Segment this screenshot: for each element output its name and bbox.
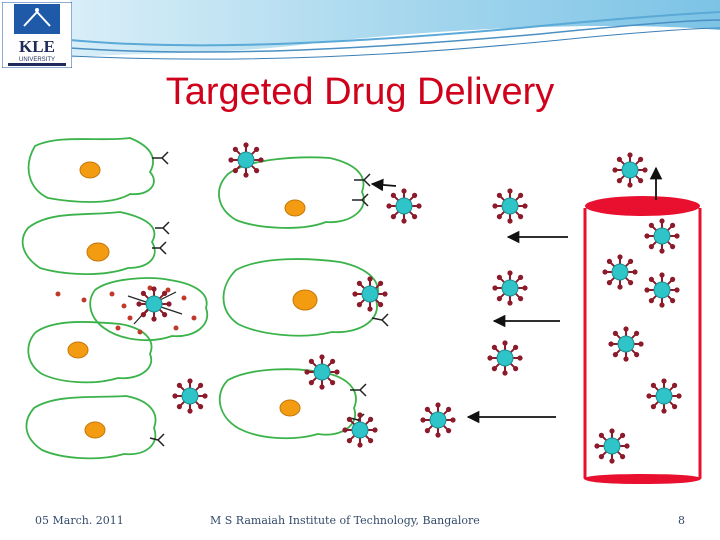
nucleus (279, 399, 301, 417)
drug-delivery-diagram (21, 137, 702, 484)
cell-group-left (21, 137, 209, 460)
cell (222, 258, 379, 337)
nuclei (67, 161, 318, 439)
receptor (152, 151, 169, 165)
nanocarrier (607, 325, 645, 363)
receptor (371, 313, 389, 327)
arrows (370, 166, 663, 424)
nanocarrier (171, 377, 209, 415)
footer-date: 05 March. 2011 (35, 514, 124, 527)
nanocarrier (303, 353, 341, 391)
nucleus (67, 341, 89, 359)
receptor (354, 173, 371, 187)
slide-title: Targeted Drug Delivery (165, 71, 555, 113)
logo-text: KLE (19, 37, 55, 56)
released-drug-particles (55, 285, 197, 335)
page-number: 8 (678, 514, 685, 527)
nucleus (79, 161, 101, 179)
nanocarrier (486, 339, 524, 377)
nanocarrier (491, 187, 529, 225)
nanocarrier (593, 427, 631, 465)
nanocarrier (645, 377, 683, 415)
nanocarrier (643, 217, 681, 255)
nucleus (284, 199, 306, 217)
nanocarrier (351, 275, 389, 313)
cell (27, 137, 155, 203)
nucleus (86, 242, 110, 262)
kle-university-logo: KLE UNIVERSITY (1, 1, 73, 69)
header-banner (69, 0, 720, 60)
cell (218, 156, 365, 229)
receptor (152, 241, 167, 255)
nanocarrier (227, 141, 265, 179)
footer-institute: M S Ramaiah Institute of Technology, Ban… (210, 514, 480, 527)
nanocarrier (341, 411, 379, 449)
logo-subtext: UNIVERSITY (19, 57, 55, 63)
nanocarrier (419, 401, 457, 439)
receptor (149, 433, 165, 447)
arrow (370, 178, 397, 192)
nanocarrier (491, 269, 529, 307)
blood-vessel (583, 196, 702, 484)
receptor (350, 383, 367, 397)
nanocarrier (601, 253, 639, 291)
nanocarrier (611, 151, 649, 189)
nucleus (84, 421, 106, 439)
cell (27, 321, 153, 384)
cell (21, 211, 156, 275)
nanocarrier (135, 285, 173, 323)
cell (25, 395, 157, 460)
nucleus (292, 289, 318, 311)
nanocarrier (385, 187, 423, 225)
nanocarrier (643, 271, 681, 309)
cell (89, 277, 209, 342)
receptor (155, 221, 170, 235)
receptor (352, 193, 369, 207)
